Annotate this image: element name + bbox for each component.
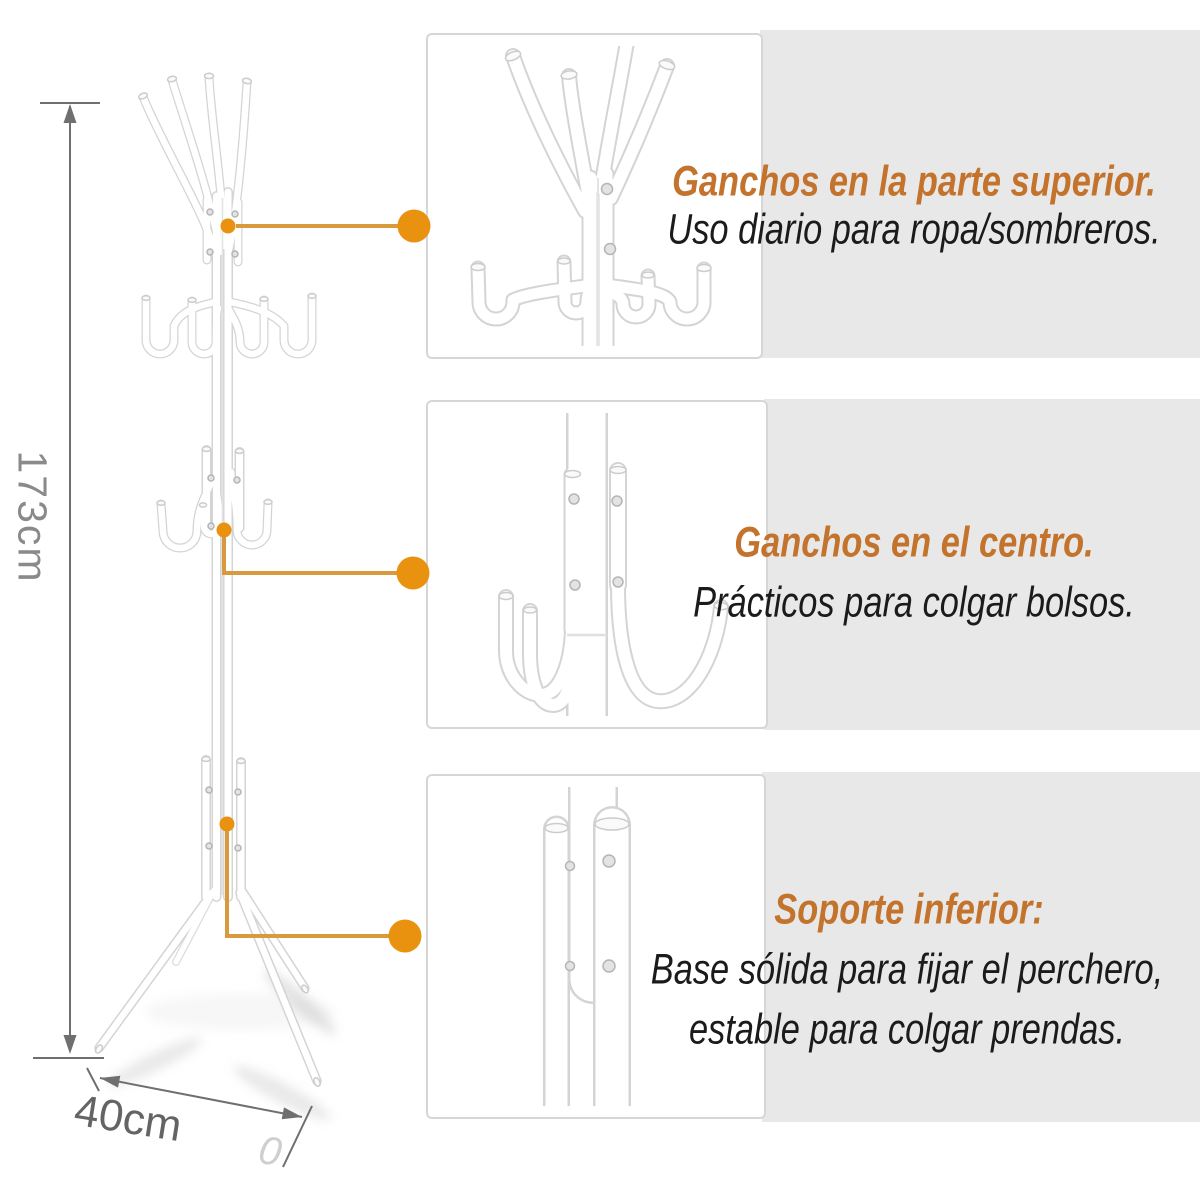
panel-2-body-line-1: Prácticos para colgar bolsos. — [693, 578, 1135, 627]
connector-2-anchor-dot — [216, 522, 232, 538]
panel-3-body-line-1: Base sólida para fijar el perchero, — [650, 945, 1164, 994]
connector-2-dot — [396, 556, 430, 590]
panel-3-photo-card — [426, 774, 766, 1119]
base-support-closeup-drawing — [439, 787, 753, 1106]
tube-fills — [99, 77, 317, 1081]
screws — [564, 854, 616, 973]
width-right-cap — [282, 1105, 313, 1168]
arrow-down-icon — [63, 1035, 77, 1054]
tube-end-caps — [498, 465, 729, 614]
panel-1-gray-backdrop — [760, 30, 1200, 358]
panel-1-body-line-1: Uso diario para ropa/sombreros. — [667, 205, 1161, 254]
panel-2-title: Ganchos en el centro. — [734, 518, 1094, 567]
tube-outlines — [99, 77, 317, 1081]
tube-end-caps — [94, 72, 321, 1088]
panel-1-photo-card — [426, 33, 763, 359]
panel-2-gray-backdrop — [764, 399, 1200, 730]
top-hooks-closeup-drawing — [470, 46, 712, 346]
screws — [568, 493, 624, 591]
width-label: 40cm — [71, 1085, 186, 1152]
tube-fills — [478, 46, 704, 346]
panel-3-title: Soporte inferior: — [774, 885, 1044, 934]
height-label: 173cm — [9, 450, 56, 584]
coat-rack-drawing — [94, 72, 321, 1088]
panel-2-photo — [439, 413, 755, 716]
screws — [205, 208, 242, 852]
middle-hooks-closeup-drawing — [439, 413, 755, 716]
tube-end-caps — [544, 817, 630, 834]
stray-mark: 0 — [255, 1127, 285, 1176]
arrow-up-icon — [63, 104, 77, 123]
connector-3-anchor-dot — [219, 816, 235, 832]
panel-1-title: Ganchos en la parte superior. — [672, 157, 1156, 206]
panel-2-photo-card — [426, 400, 768, 729]
connector-3-line — [225, 829, 396, 938]
panel-1-photo — [439, 46, 750, 346]
panel-3-photo — [439, 787, 753, 1106]
connector-1-anchor-dot — [220, 218, 236, 234]
panel-3-body-line-2: estable para colgar prendas. — [688, 1005, 1126, 1054]
arrow-downright-icon — [281, 1107, 302, 1120]
connector-2-line — [222, 534, 404, 575]
screws — [600, 182, 617, 256]
tube-end-caps — [470, 50, 712, 279]
callout-connectors — [216, 209, 431, 953]
connector-3-dot — [388, 919, 422, 953]
arrow-upleft-icon — [100, 1075, 121, 1088]
panel-3-gray-backdrop — [762, 772, 1200, 1122]
